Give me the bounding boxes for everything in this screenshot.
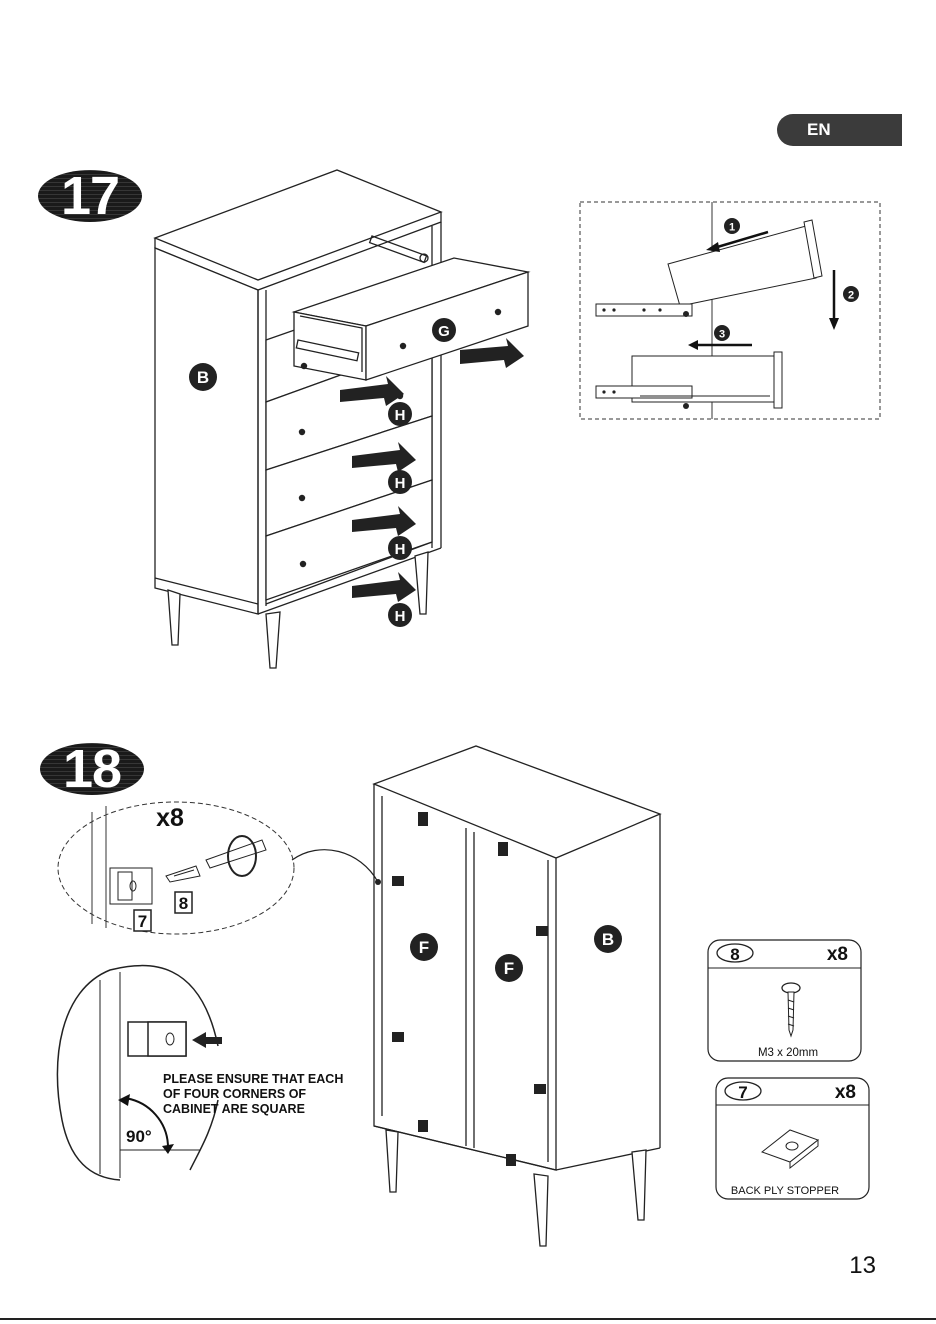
label-f-2: F xyxy=(504,959,514,978)
part-8-number: 8 xyxy=(730,945,739,964)
detail-step-1: 1 xyxy=(729,222,735,234)
dresser-drawing xyxy=(155,170,528,668)
step-18-illustration: x8 7 8 90° xyxy=(0,700,936,1260)
part-number-7: 7 xyxy=(138,912,147,931)
page-number: 13 xyxy=(826,1252,876,1280)
footer-rule xyxy=(0,1318,936,1320)
label-f-1: F xyxy=(419,938,429,957)
label-g: G xyxy=(438,323,450,340)
part-number-8: 8 xyxy=(179,894,188,913)
label-b-back: B xyxy=(602,930,614,949)
drawer-slide-detail: 1 2 3 xyxy=(580,202,880,419)
part-7-number: 7 xyxy=(738,1083,747,1102)
part-8-quantity: x8 xyxy=(827,944,848,965)
cabinet-back-drawing xyxy=(374,746,660,1246)
angle-90: 90° xyxy=(126,1127,152,1146)
part-7-description: BACK PLY STOPPER xyxy=(731,1185,839,1197)
part-box-stopper: 7 x8 BACK PLY STOPPER xyxy=(716,1078,869,1199)
screw-detail: x8 7 8 xyxy=(58,802,381,934)
part-box-screw: 8 x8 M3 x 20mm xyxy=(708,940,861,1061)
part-8-description: M3 x 20mm xyxy=(758,1047,818,1059)
detail-step-3: 3 xyxy=(719,329,725,341)
note-line-1: PLEASE ENSURE THAT EACH xyxy=(163,1072,363,1087)
panel-badges: F F B xyxy=(410,925,622,982)
back-stoppers xyxy=(392,812,548,1166)
label-h-2: H xyxy=(395,475,406,492)
note-line-3: CABINET ARE SQUARE xyxy=(163,1102,363,1117)
note-line-2: OF FOUR CORNERS OF xyxy=(163,1087,363,1102)
label-h-1: H xyxy=(395,407,406,424)
label-b: B xyxy=(197,368,209,387)
label-h-4: H xyxy=(395,608,406,625)
quantity-x8: x8 xyxy=(156,804,184,832)
square-corners-note: PLEASE ENSURE THAT EACH OF FOUR CORNERS … xyxy=(163,1072,363,1117)
step-17-illustration: B G H H H H xyxy=(0,0,936,700)
part-7-quantity: x8 xyxy=(835,1082,856,1103)
label-h-3: H xyxy=(395,541,406,558)
detail-step-2: 2 xyxy=(848,290,854,302)
